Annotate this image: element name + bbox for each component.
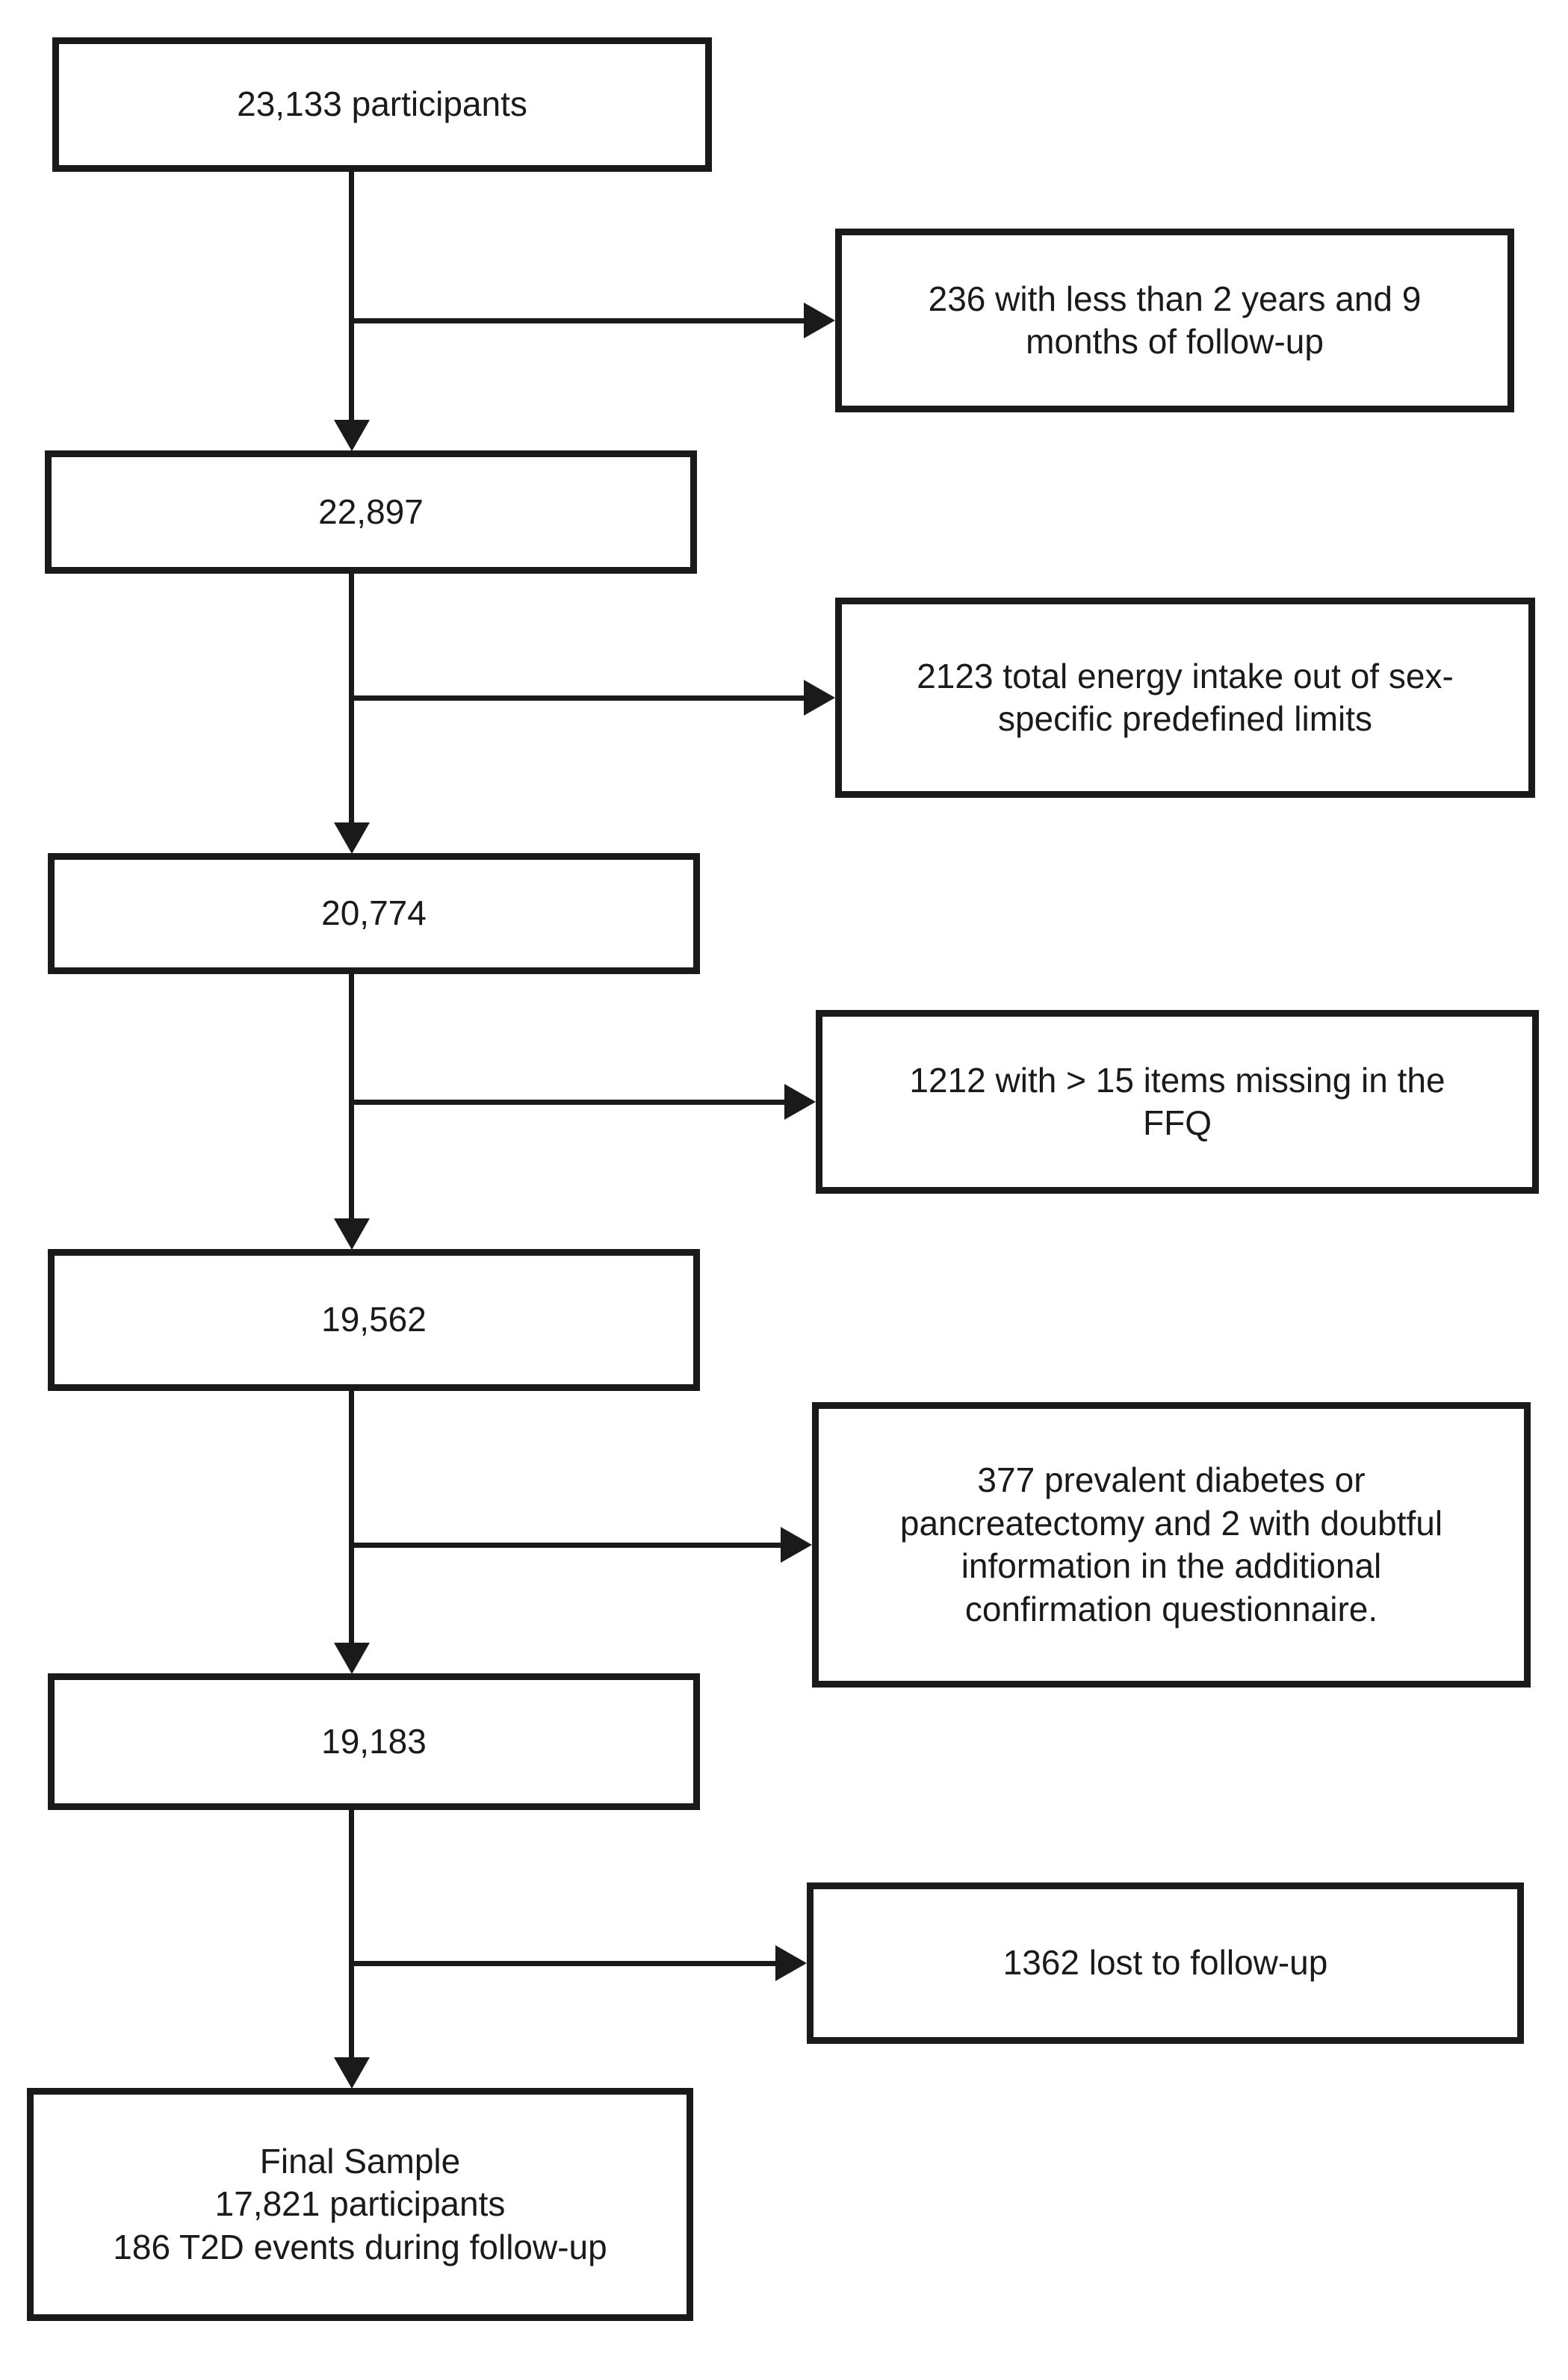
exclusion-box-ffq-missing-label: 1212 with > 15 items missing in the FFQ xyxy=(909,1060,1445,1143)
exclusion-branch-2 xyxy=(351,695,805,701)
arrow-right-icon-4 xyxy=(781,1527,812,1563)
exclusion-branch-1 xyxy=(351,318,805,323)
flow-box-after-diabetes-exclusion: 19,183 xyxy=(48,1673,700,1810)
flow-box-after-energy-exclusion-label: 20,774 xyxy=(321,893,427,933)
flow-box-final-sample-label: Final Sample 17,821 participants 186 T2D… xyxy=(113,2141,607,2266)
exclusion-box-energy-intake: 2123 total energy intake out of sex- spe… xyxy=(835,598,1535,798)
flow-box-initial-participants: 23,133 participants xyxy=(52,37,712,172)
exclusion-branch-3 xyxy=(351,1100,786,1105)
exclusion-branch-5 xyxy=(351,1961,777,1966)
flow-connector-1 xyxy=(349,172,354,423)
exclusion-box-ffq-missing: 1212 with > 15 items missing in the FFQ xyxy=(816,1010,1539,1194)
flow-connector-3 xyxy=(349,974,354,1221)
exclusion-box-followup-label: 236 with less than 2 years and 9 months … xyxy=(928,279,1422,362)
arrow-down-icon-5 xyxy=(334,2057,370,2089)
arrow-down-icon-2 xyxy=(334,822,370,854)
arrow-down-icon-1 xyxy=(334,420,370,451)
flow-box-after-ffq-exclusion-label: 19,562 xyxy=(321,1300,427,1339)
flow-box-after-energy-exclusion: 20,774 xyxy=(48,853,700,974)
exclusion-box-lost-followup-label: 1362 lost to follow-up xyxy=(1003,1943,1328,1983)
arrow-right-icon-5 xyxy=(775,1945,807,1981)
arrow-down-icon-4 xyxy=(334,1643,370,1674)
arrow-right-icon-1 xyxy=(804,303,835,338)
flow-connector-4 xyxy=(349,1391,354,1646)
exclusion-box-lost-followup: 1362 lost to follow-up xyxy=(807,1882,1524,2044)
flow-box-after-diabetes-exclusion-label: 19,183 xyxy=(321,1721,427,1761)
exclusion-box-prevalent-diabetes: 377 prevalent diabetes or pancreatectomy… xyxy=(812,1402,1531,1688)
flow-box-initial-participants-label: 23,133 participants xyxy=(237,84,527,124)
flow-box-after-ffq-exclusion: 19,562 xyxy=(48,1249,700,1391)
exclusion-box-energy-intake-label: 2123 total energy intake out of sex- spe… xyxy=(917,656,1454,739)
arrow-down-icon-3 xyxy=(334,1218,370,1250)
flow-box-after-followup-exclusion: 22,897 xyxy=(45,450,697,574)
arrow-right-icon-2 xyxy=(804,680,835,716)
arrow-right-icon-3 xyxy=(784,1084,816,1120)
exclusion-box-followup: 236 with less than 2 years and 9 months … xyxy=(835,229,1514,412)
flow-box-final-sample: Final Sample 17,821 participants 186 T2D… xyxy=(27,2088,693,2321)
flow-box-after-followup-exclusion-label: 22,897 xyxy=(318,492,424,531)
exclusion-box-prevalent-diabetes-label: 377 prevalent diabetes or pancreatectomy… xyxy=(899,1460,1443,1628)
flow-connector-5 xyxy=(349,1810,354,2060)
exclusion-branch-4 xyxy=(351,1543,782,1548)
